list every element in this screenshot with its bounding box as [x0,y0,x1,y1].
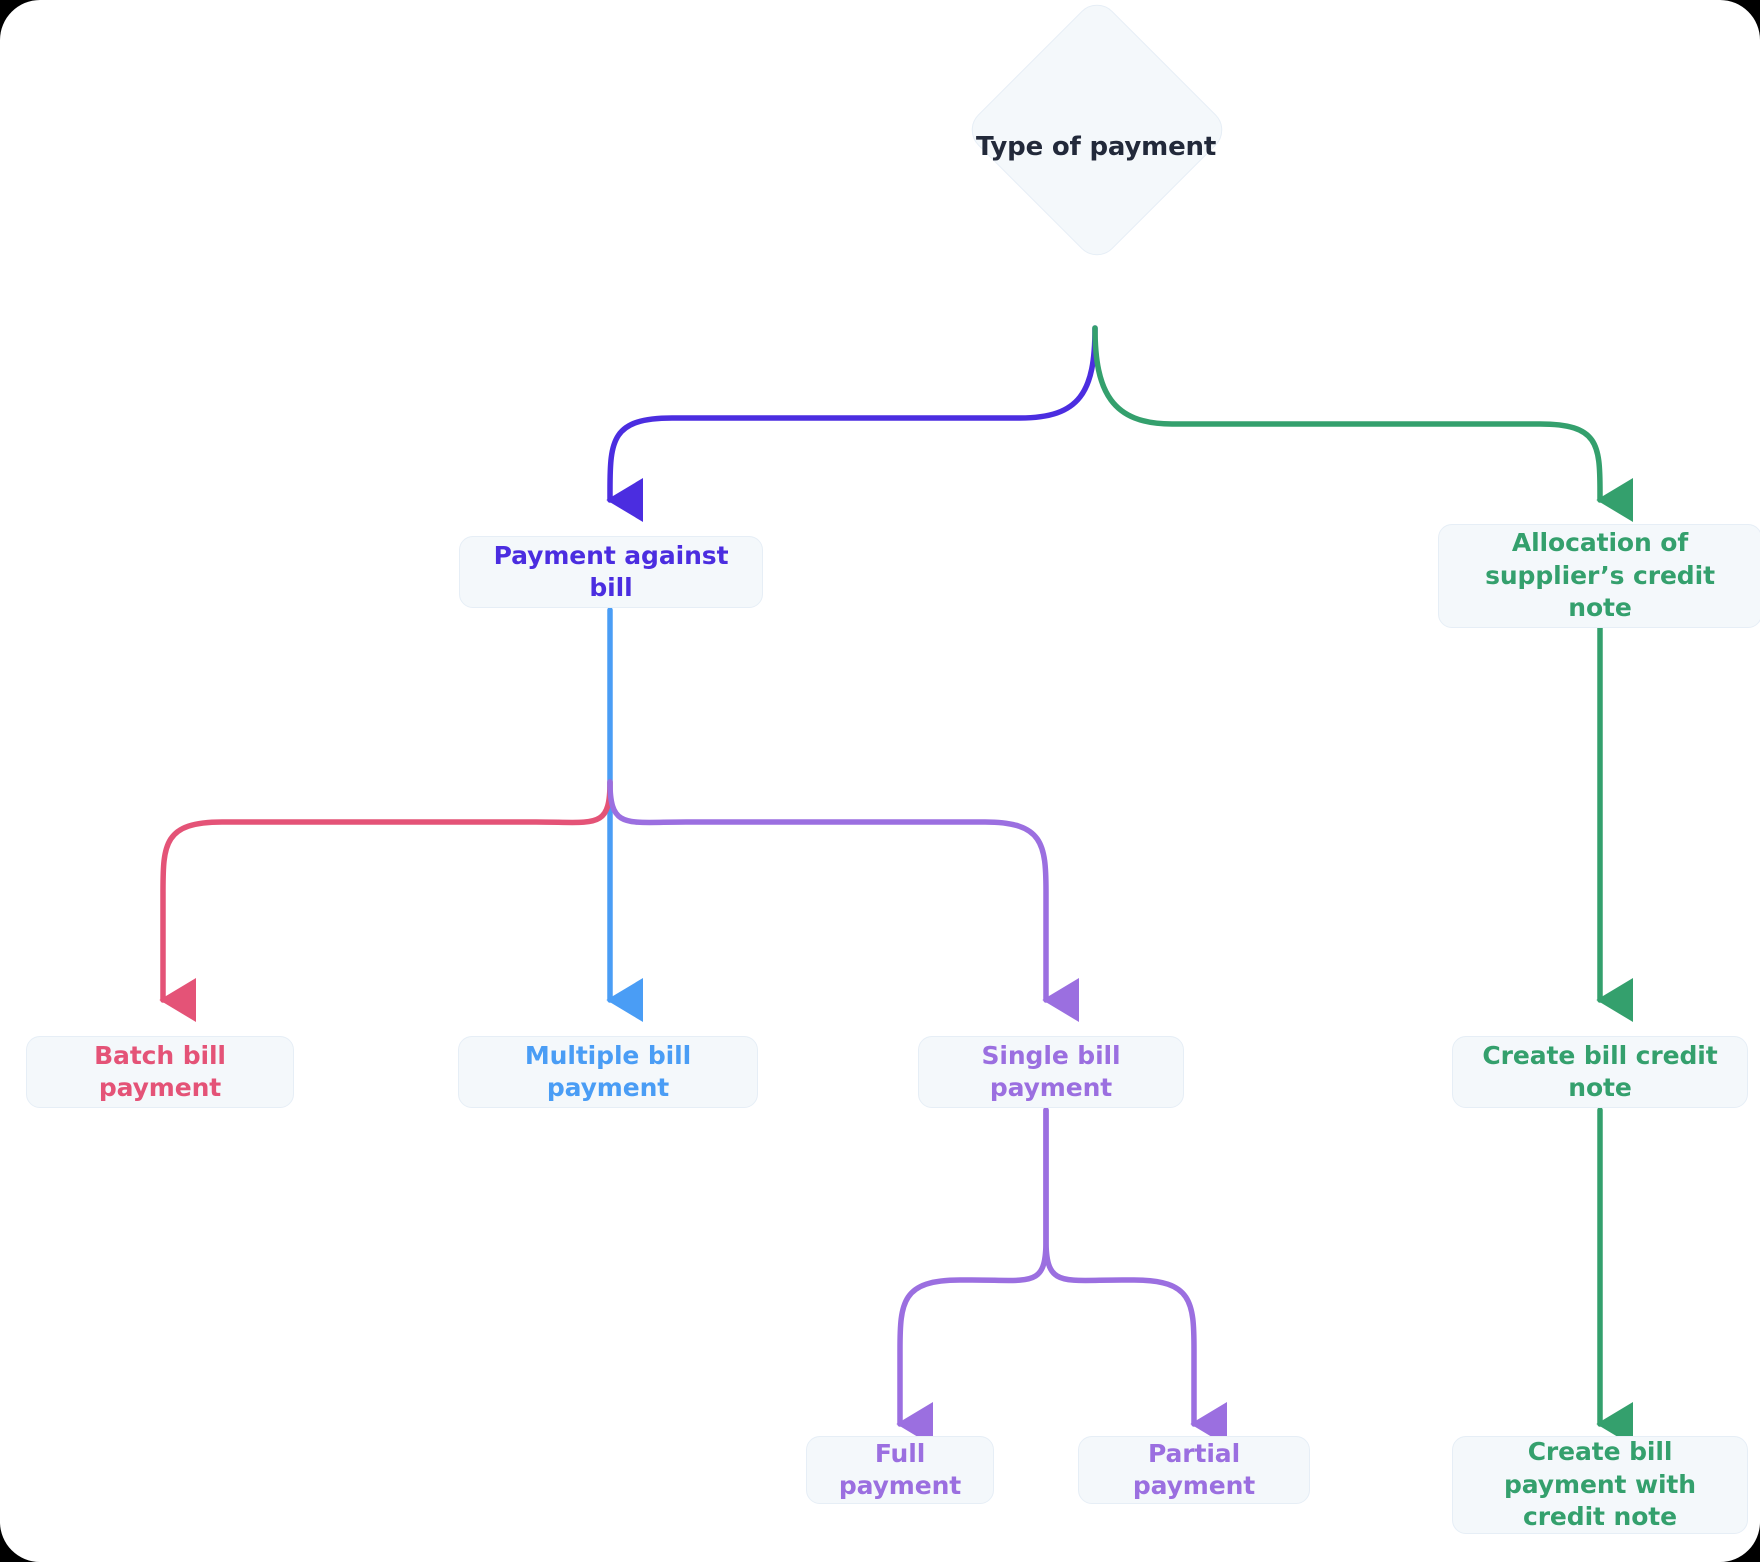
node-payment-against-bill[interactable]: Payment against bill [459,536,763,608]
node-single-bill-payment[interactable]: Single bill payment [918,1036,1184,1108]
node-partial-payment[interactable]: Partial payment [1078,1436,1310,1504]
node-batch-bill-payment[interactable]: Batch bill payment [26,1036,294,1108]
decision-node-type-of-payment-label: Type of payment [975,132,1217,162]
edge-single-to-partial-payment [1043,1107,1227,1446]
node-create-bill-payment-with-credit-note[interactable]: Create bill payment with credit note [1452,1436,1748,1534]
edge-root-to-payment-against-bill [606,325,1098,522]
node-allocation-of-suppliers-credit-note[interactable]: Allocation of supplier’s credit note [1438,524,1760,628]
edge-single-to-full-payment [896,1107,1049,1446]
node-full-payment[interactable]: Full payment [806,1436,994,1504]
node-create-bill-credit-note[interactable]: Create bill credit note [1452,1036,1748,1108]
node-multiple-bill-payment[interactable]: Multiple bill payment [458,1036,758,1108]
edge-root-to-allocation [1092,325,1633,522]
edge-payment-to-single-bill-payment [607,779,1079,1022]
edge-payment-to-batch-bill-payment [159,779,613,1022]
